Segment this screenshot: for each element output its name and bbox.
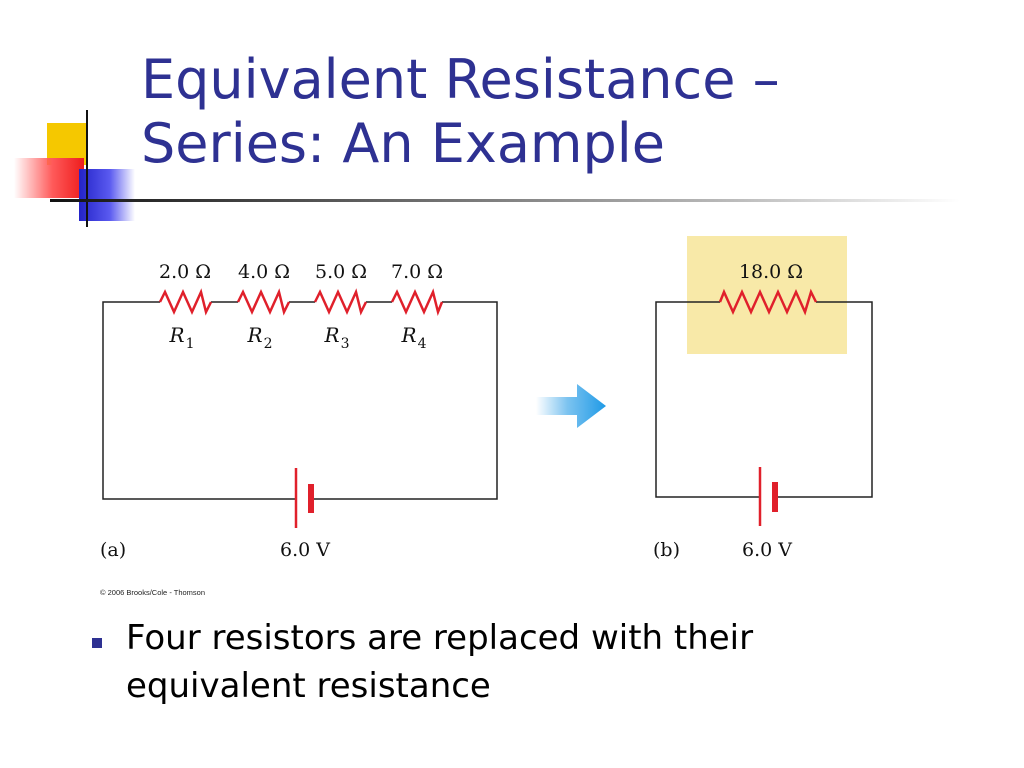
resistor-r3-zigzag <box>313 288 368 316</box>
decor-red-square <box>14 158 84 198</box>
circuit-a-wire-left <box>102 301 296 500</box>
circuit-b-wire-left <box>655 301 760 498</box>
resistor-r2-subscript: 2 <box>264 336 273 352</box>
resistor-r2-value: 4.0 Ω <box>238 261 290 283</box>
battery-icon <box>294 468 314 528</box>
bullet-text: Four resistors are replaced with their e… <box>126 618 754 706</box>
equivalent-highlight-box <box>687 236 847 354</box>
resistor-r4-label: R4 <box>401 323 427 352</box>
slide-title: Equivalent Resistance – Series: An Examp… <box>141 48 1001 176</box>
circuit-a-label: (a) <box>100 539 126 561</box>
resistor-r1-value: 2.0 Ω <box>159 261 211 283</box>
circuit-a: 2.0 Ω 4.0 Ω 5.0 Ω 7.0 Ω R1 R2 R3 R4 (a) … <box>100 261 498 561</box>
resistor-r3-value: 5.0 Ω <box>315 261 367 283</box>
circuit-b-wire-right <box>775 301 873 498</box>
resistor-r3-label: R3 <box>324 323 350 352</box>
copyright-credit: © 2006 Brooks/Cole - Thomson <box>100 588 206 597</box>
resistor-r1-label: R1 <box>169 323 195 352</box>
circuit-diagrams: 2.0 Ω 4.0 Ω 5.0 Ω 7.0 Ω R1 R2 R3 R4 (a) … <box>100 236 873 561</box>
resistor-r1-name: R <box>169 323 185 347</box>
circuit-b: 18.0 Ω (b) 6.0 V <box>653 236 873 561</box>
decor-vertical-line <box>86 110 88 227</box>
slide-title-line-1: Equivalent Resistance – <box>141 48 780 111</box>
resistor-r4-name: R <box>401 323 417 347</box>
resistor-r1-zigzag <box>158 288 213 316</box>
right-arrow-icon <box>536 384 606 428</box>
circuit-b-battery-voltage: 6.0 V <box>742 539 792 561</box>
resistor-r2-zigzag <box>236 288 291 316</box>
resistor-r4-subscript: 4 <box>418 336 427 352</box>
resistor-r3-subscript: 3 <box>341 336 350 352</box>
circuit-a-battery-voltage: 6.0 V <box>280 539 330 561</box>
equivalent-resistor-zigzag <box>718 288 818 316</box>
circuit-b-label: (b) <box>653 539 680 561</box>
title-underline <box>50 199 960 202</box>
slide-title-line-2: Series: An Example <box>141 112 666 175</box>
battery-icon <box>758 467 778 526</box>
resistor-r4-value: 7.0 Ω <box>391 261 443 283</box>
circuit-a-wire-right <box>311 301 498 500</box>
decor-blue-square <box>79 169 135 221</box>
resistor-r2-label: R2 <box>247 323 273 352</box>
resistor-r4-zigzag <box>390 288 444 317</box>
resistor-r1-subscript: 1 <box>186 336 195 352</box>
equivalent-resistor-value: 18.0 Ω <box>739 261 803 283</box>
square-bullet-icon <box>92 638 102 648</box>
resistor-r3-name: R <box>324 323 340 347</box>
resistor-r2-name: R <box>247 323 263 347</box>
